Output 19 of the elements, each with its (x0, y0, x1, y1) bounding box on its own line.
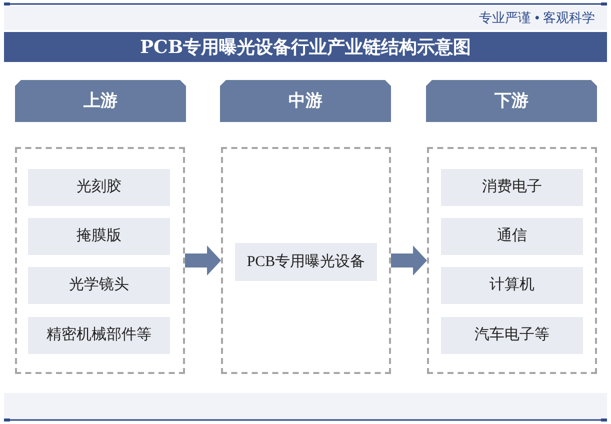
dashed-group-frame (15, 147, 185, 374)
category-tile: 计算机 (441, 267, 583, 304)
category-tile: 光学镜头 (28, 267, 170, 304)
title-banner: PCB专用曝光设备行业产业链结构示意图 (4, 32, 607, 62)
dashed-group-frame (427, 147, 597, 374)
category-tile: 汽车电子等 (441, 317, 583, 354)
stage-header-tab: 中游 (220, 80, 391, 122)
category-tile: 消费电子 (441, 169, 583, 206)
category-tile: 精密机械部件等 (28, 317, 170, 354)
category-tile: 掩膜版 (28, 218, 170, 255)
dashed-group-frame (221, 147, 391, 374)
block-arrow (391, 246, 427, 276)
category-tile: PCB专用曝光设备 (235, 243, 377, 281)
block-arrow (185, 246, 221, 276)
category-tile: 通信 (441, 218, 583, 255)
category-tile: 光刻胶 (28, 169, 170, 206)
stage-header-tab: 上游 (15, 80, 186, 122)
slogan-text: 专业严谨 • 客观科学 (479, 9, 595, 28)
stage-header-tab: 下游 (426, 80, 597, 122)
